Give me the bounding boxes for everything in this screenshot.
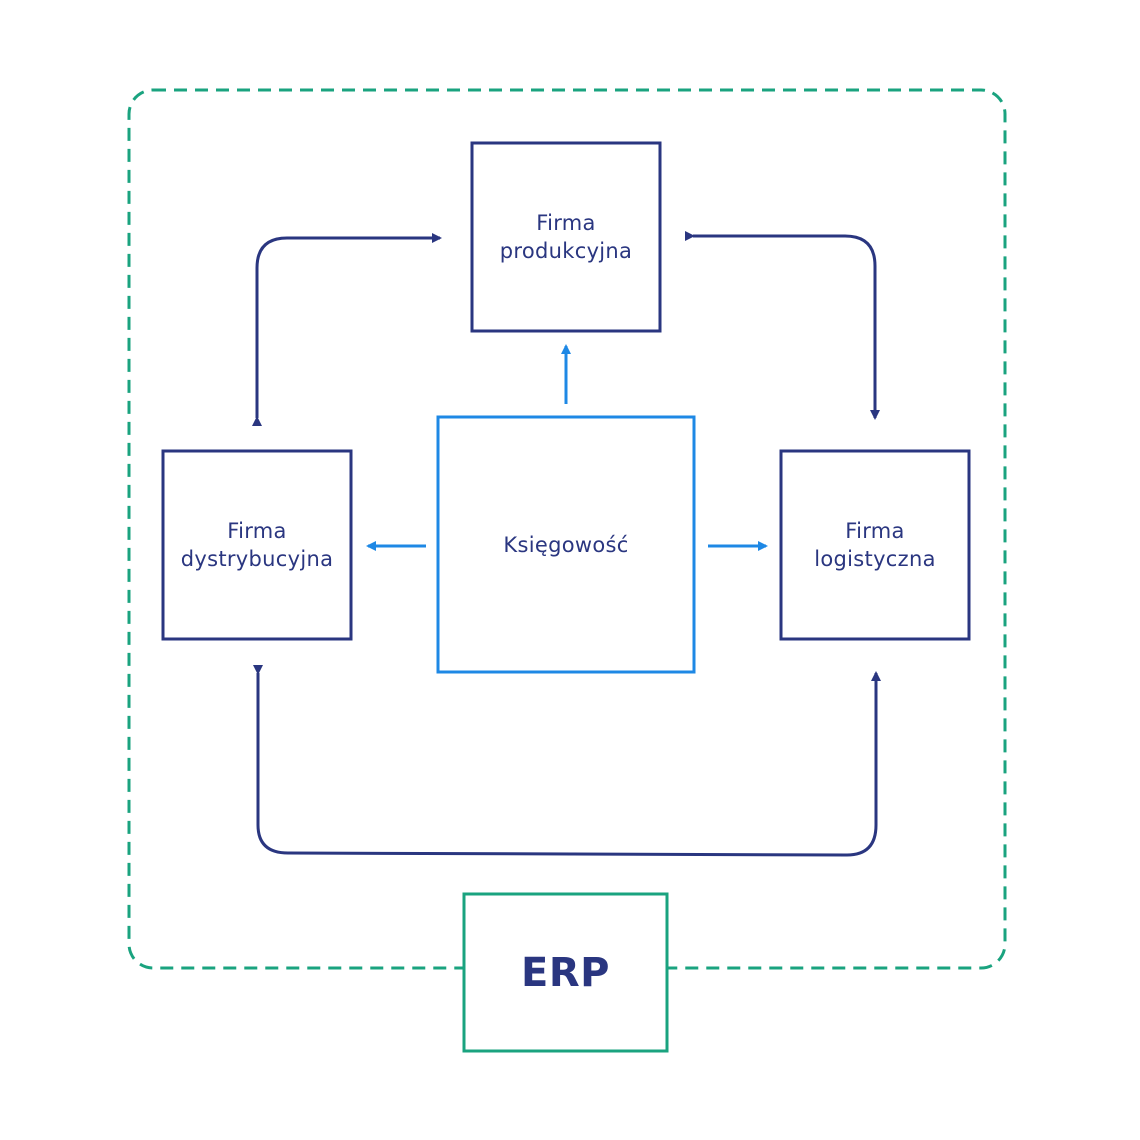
erp-label: ERP [521, 949, 610, 996]
distribution-label: Firma dystrybucyjna [180, 519, 334, 571]
logistics-label: Firma logistyczna [814, 519, 936, 571]
production-label: Firma produkcyjna [499, 211, 633, 263]
logistics-box [779, 449, 971, 641]
accounting-label: Księgowość [503, 532, 629, 557]
accounting-box [436, 415, 696, 674]
connector-distribution-production [252, 233, 442, 426]
connector-production-logistics [685, 231, 880, 420]
erp-box [462, 892, 669, 1053]
distribution-box [161, 449, 353, 641]
production-box [470, 141, 662, 333]
connector-distribution-logistics [253, 665, 881, 857]
